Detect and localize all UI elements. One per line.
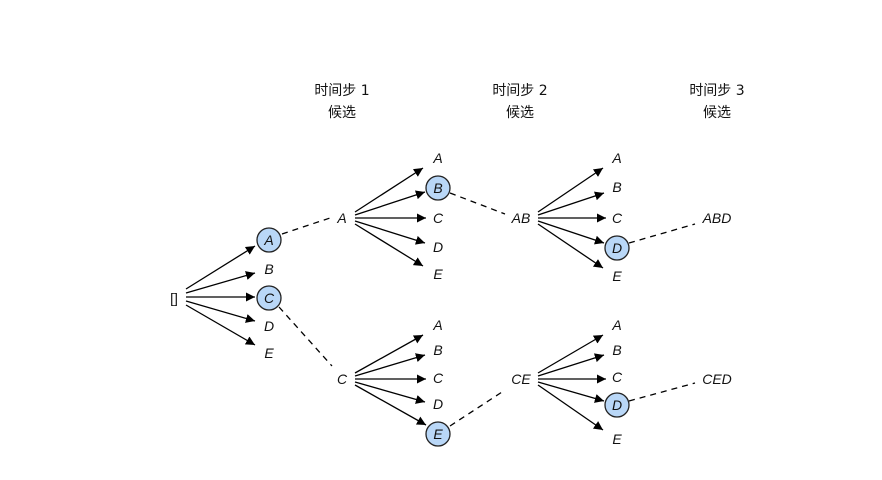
step1-candidate-C: C [264, 290, 275, 306]
arrow-CE-A [537, 334, 604, 374]
arrow-A-A [354, 167, 424, 213]
root-node: [] [170, 290, 178, 306]
arrow-C-D [354, 381, 426, 404]
header-step-2: 时间步 2 [492, 83, 547, 99]
step2-upper-candidate-A: A [432, 150, 442, 166]
arrow-C-A [354, 334, 424, 374]
root-arrows [185, 245, 256, 346]
step1-candidate-A: A [263, 232, 273, 248]
arrow-CE-E [537, 384, 604, 431]
arrows-from-C [354, 334, 427, 426]
step2-lower-candidate-C: C [433, 370, 444, 386]
arrows-from-A [354, 167, 426, 267]
dash-C-to-C [278, 306, 333, 367]
arrow-A-D [354, 220, 426, 245]
arrows-from-CE [537, 334, 606, 431]
arrow-root-E [185, 304, 256, 346]
step1-candidate-D: D [264, 318, 274, 334]
step3-lower-candidate-E: E [612, 431, 622, 447]
selected-node-D-lower [604, 392, 630, 418]
step3-upper-candidate-C: C [612, 210, 623, 226]
step3-upper-candidate-E: E [612, 268, 622, 284]
dash-A-to-A [281, 217, 331, 235]
step2-lower-candidate-B: B [433, 342, 442, 358]
header-step-1: 时间步 1 [314, 83, 369, 99]
step2-upper-candidate-D: D [433, 239, 443, 255]
step3-lower-candidate-B: B [612, 342, 621, 358]
arrow-AB-E [537, 223, 604, 269]
step2-lower-candidate-E: E [433, 426, 443, 442]
header-step-2-candidates: 候选 [506, 105, 534, 121]
selected-node-D-upper [604, 235, 630, 261]
selected-node-A [256, 227, 282, 253]
arrow-AB-A [537, 167, 604, 213]
selected-node-C [256, 285, 282, 311]
step3-upper-candidate-A: A [611, 150, 621, 166]
step1-candidate-B: B [264, 261, 273, 277]
step3-upper-candidate-B: B [612, 179, 621, 195]
kept-ABD: ABD [702, 210, 732, 226]
header-step-3-candidates: 候选 [703, 105, 731, 121]
arrow-root-B [185, 271, 256, 294]
arrow-root-D [185, 300, 256, 323]
header-step-1-candidates: 候选 [328, 105, 356, 121]
selected-node-E-lower [425, 421, 451, 447]
step2-lower-candidate-D: D [433, 396, 443, 412]
step3-lower-candidate-D: D [612, 397, 622, 413]
arrow-AB-D [537, 220, 605, 245]
dash-D-to-CED [628, 382, 696, 402]
dash-B-to-AB [449, 192, 506, 215]
selected-node-B-upper [425, 175, 451, 201]
kept-AB: AB [511, 210, 531, 226]
step2-upper-candidate-E: E [433, 266, 443, 282]
arrow-C-E [354, 384, 427, 426]
dash-D-to-ABD [628, 223, 696, 244]
header-step-3: 时间步 3 [689, 83, 744, 99]
kept-CE: CE [511, 371, 531, 387]
step2-upper-candidate-B: B [433, 180, 442, 196]
arrow-CE-B [537, 353, 605, 377]
kept-A: A [336, 210, 346, 226]
arrow-A-B [354, 190, 426, 216]
kept-C: C [337, 371, 348, 387]
arrow-A-E [354, 223, 424, 267]
arrow-CE-D [537, 381, 605, 403]
step3-lower-candidate-C: C [612, 369, 623, 385]
step1-candidate-E: E [264, 345, 274, 361]
kept-CED: CED [702, 371, 732, 387]
arrow-AB-B [537, 191, 605, 216]
arrow-C-B [354, 353, 426, 377]
step3-upper-candidate-D: D [612, 240, 622, 256]
arrows-from-AB [537, 167, 606, 269]
step2-lower-candidate-A: A [432, 317, 442, 333]
arrow-root-A [185, 245, 256, 290]
step2-upper-candidate-C: C [433, 210, 444, 226]
step3-lower-candidate-A: A [611, 317, 621, 333]
dash-E-to-CE [449, 391, 503, 427]
